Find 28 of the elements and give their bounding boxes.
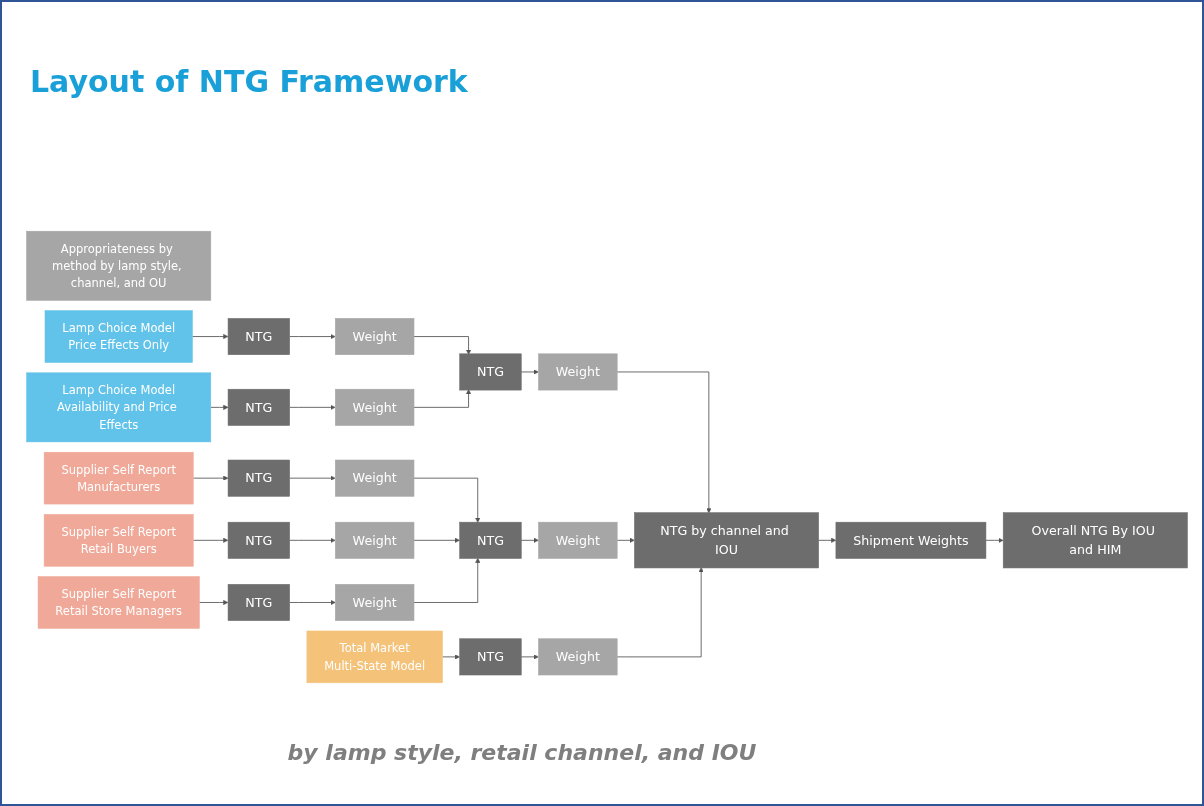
node-box: Lamp Choice Model Price Effects Only [44,310,193,363]
node-box: Supplier Self Report Manufacturers [43,451,194,505]
node-box: Supplier Self Report Retail Buyers [43,514,194,567]
node-box: Total Market Multi-State Model [306,630,443,684]
node-box: Weight [538,521,618,559]
node-box: Supplier Self Report Retail Store Managers [37,576,200,629]
node-box: Weight [335,388,415,426]
node-box: Weight [335,521,415,559]
node-box: Shipment Weights [835,521,987,559]
node-box: Weight [335,459,415,497]
node-box: NTG [227,318,290,355]
node-box: NTG [227,459,290,497]
node-box: Weight [335,584,415,621]
node-box: NTG by channel and IOU [634,512,819,569]
diagram-title: Layout of NTG Framework [30,64,468,99]
node-box: NTG [227,388,290,426]
node-box: NTG [227,584,290,621]
node-box: Weight [335,318,415,355]
node-box: Appropriateness by method by lamp style, channel, and OU [26,230,212,301]
node-box: NTG [227,521,290,559]
node-box: NTG [459,353,522,391]
node-box: NTG [459,521,522,559]
node-box: Weight [538,353,618,391]
node-box: Weight [538,638,618,676]
node-box: Lamp Choice Model Availability and Price Effects [26,372,212,443]
node-box: NTG [459,638,522,676]
note-text: by lamp style, retail channel, and IOU [286,740,758,765]
node-box: Overall NTG By IOU and HIM [1002,512,1188,569]
